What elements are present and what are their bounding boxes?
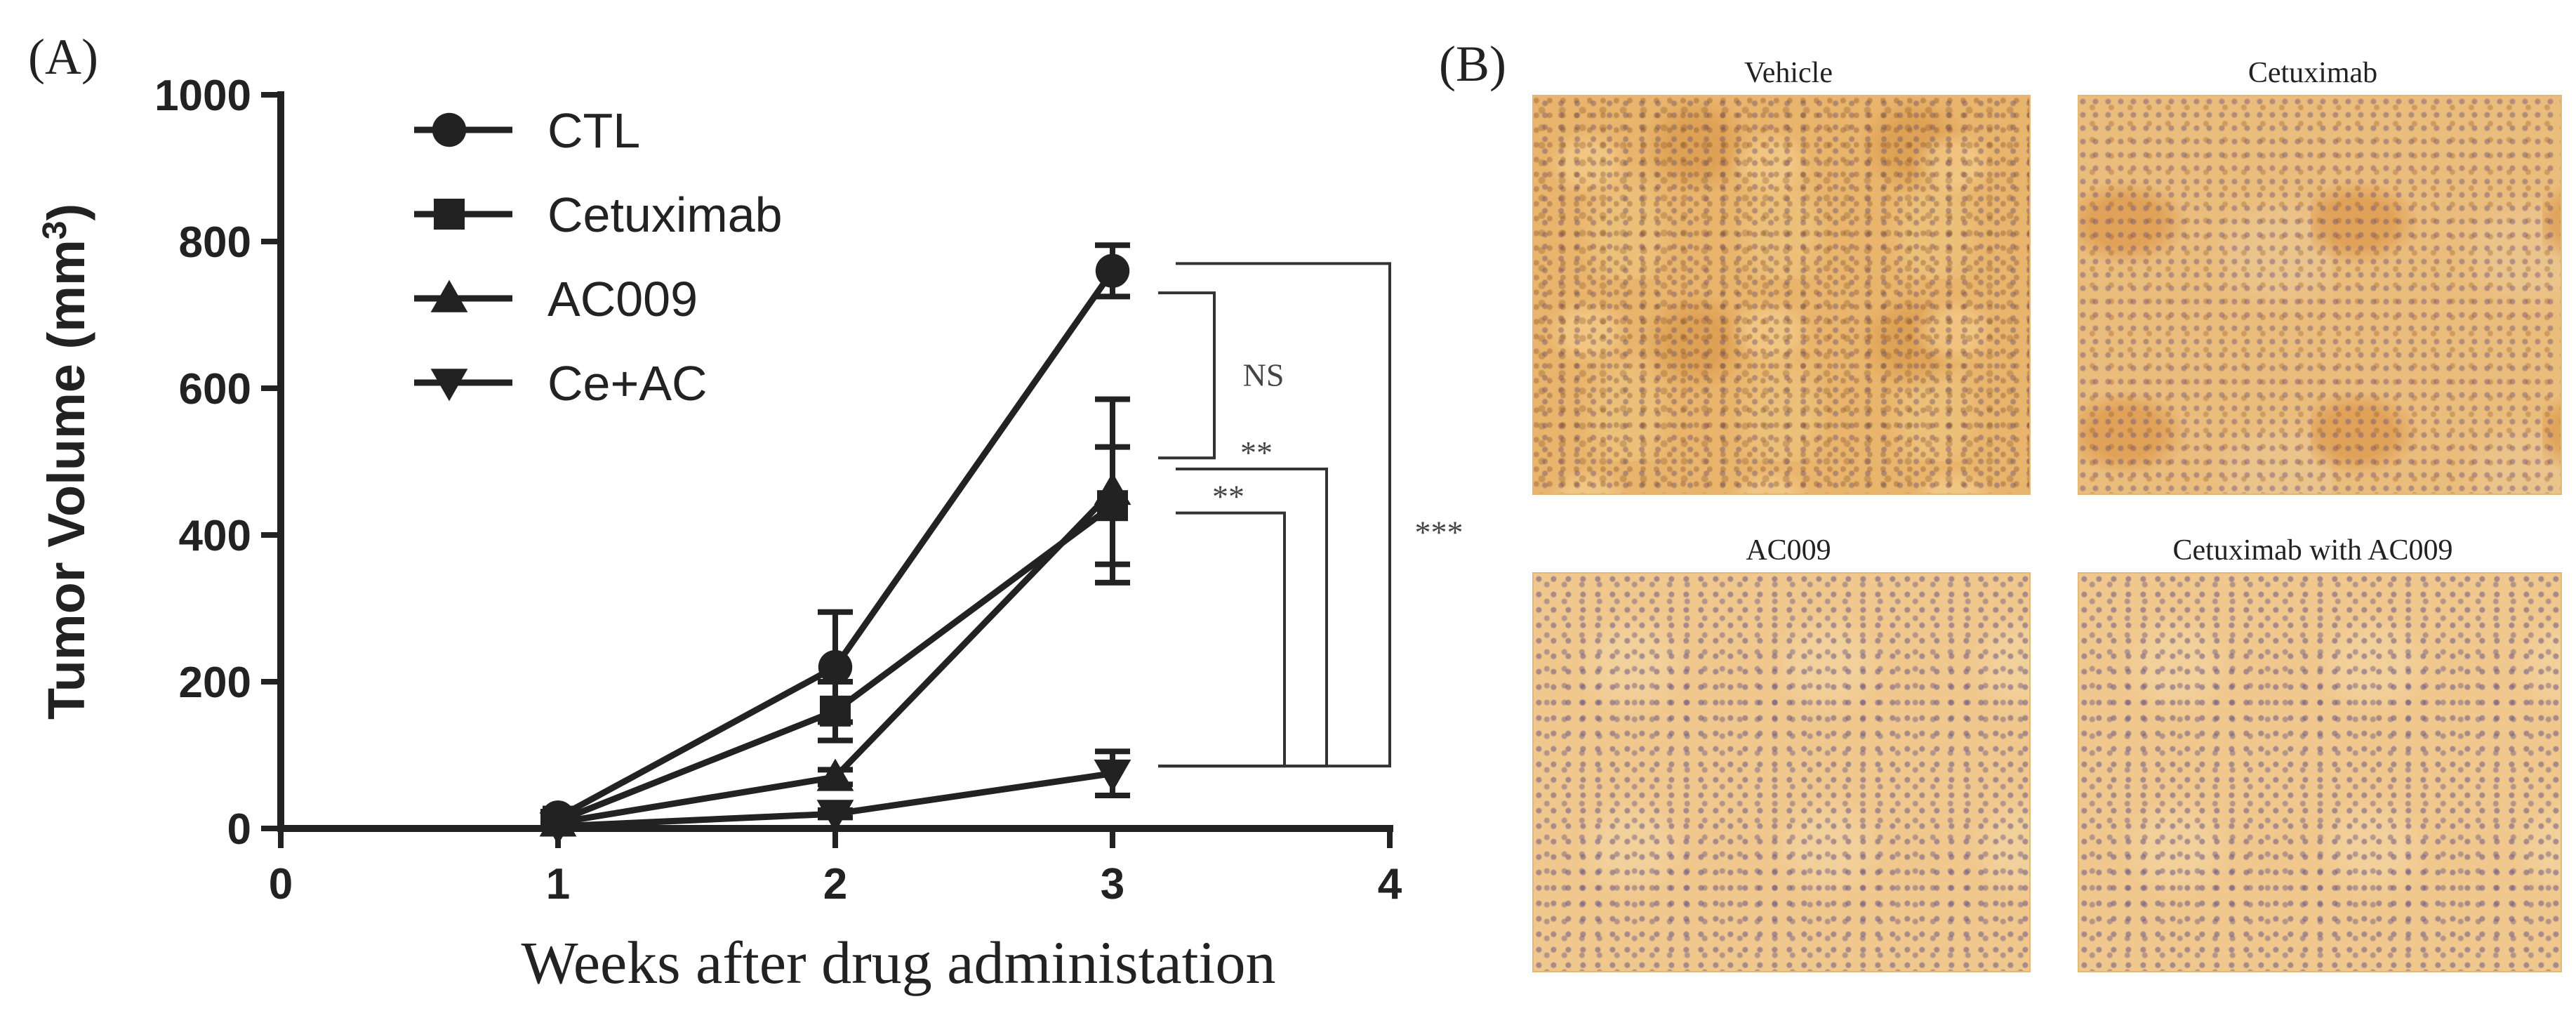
y-tick-label: 800 [179,218,251,267]
legend-label: CTL [547,103,640,158]
micrograph-title: Cetuximab with AC009 [2172,534,2453,567]
bracket-line [1158,262,1391,768]
significance-bracket: ** [1158,435,1328,768]
data-point [1094,472,1131,505]
legend-marker [430,279,468,312]
y-axis-title-superscript: 3 [36,221,74,240]
x-tick-label: 2 [823,860,847,908]
micrograph-ac009 [1532,572,2031,972]
y-tick-label: 400 [179,512,251,560]
series-layer [539,242,1131,845]
significance-bracket: *** [1158,262,1463,768]
x-tick-label: 3 [1101,860,1124,908]
significance-label: ** [1240,435,1273,470]
legend-marker [430,369,468,402]
micrograph-title: Vehicle [1744,57,1833,89]
legend-marker [432,112,467,147]
y-tick-label: 0 [227,805,251,854]
y-tick-label: 1000 [154,72,251,120]
legend-label: Ce+AC [547,356,708,411]
bracket-line [1158,511,1286,768]
significance-bracket: NS [1158,291,1284,460]
x-ticks: 0 1 2 3 4 [269,828,1402,908]
legend-item: CTL [414,103,640,158]
data-point [816,758,854,791]
x-tick-label: 1 [546,860,570,908]
micrograph-cetuximab [2078,95,2562,495]
legend-marker [434,199,465,230]
data-point [816,800,854,833]
micrograph-combination [2078,572,2562,972]
y-tick-label: 200 [179,659,251,707]
data-point [820,695,851,727]
series-ce-ac [539,748,1131,845]
x-axis-title: Weeks after drug administation [522,929,1276,996]
x-tick-label: 0 [269,860,293,908]
significance-bracket: ** [1158,479,1286,768]
significance-label: NS [1243,357,1284,393]
significance-label: ** [1212,479,1244,515]
y-axis-title-close: ) [37,204,95,221]
histology-panel: (B) Vehicle Cetuximab AC009 Cetuximab wi… [1439,0,2576,1011]
bracket-line [1158,291,1216,460]
significance-label: *** [1415,514,1463,550]
y-ticks: 0 200 400 600 800 1000 [154,72,281,854]
data-point [1095,253,1130,288]
y-axis-title-text: Tumor Volume (mm [37,239,95,720]
series-ctl [540,242,1130,835]
micrograph-title: AC009 [1746,534,1831,567]
micrograph-vehicle [1532,95,2031,495]
legend-item: Ce+AC [414,356,708,411]
panel-a-label: (A) [28,29,98,85]
y-tick-label: 600 [179,365,251,414]
significance-brackets: NS******* [1158,262,1463,768]
data-point [1094,759,1131,793]
chart-axes: 0 200 400 600 800 1000 0 1 2 3 4 [154,72,1402,908]
x-tick-label: 4 [1378,860,1402,908]
legend-item: Cetuximab [414,187,783,242]
legend-label: AC009 [547,272,698,326]
legend-label: Cetuximab [547,187,783,242]
panel-b-label: (B) [1439,36,1506,92]
legend-item: AC009 [414,272,698,326]
tumor-volume-chart: (A) 0 200 400 600 800 1000 0 1 2 3 4 Tumor Volume… [28,29,1463,996]
micrograph-title: Cetuximab [2248,57,2378,89]
data-point [539,812,577,845]
y-axis-title: Tumor Volume (mm3) [36,204,96,720]
data-point [818,649,853,685]
